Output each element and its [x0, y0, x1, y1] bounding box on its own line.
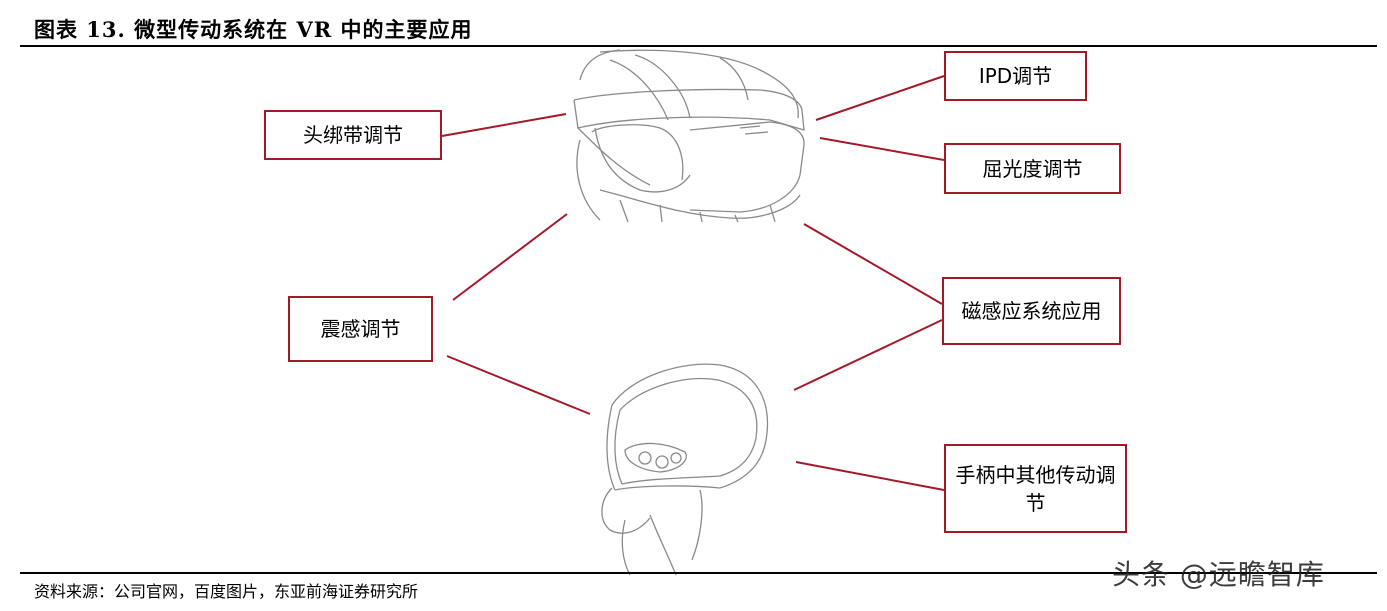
figure-title: 图表 13. 微型传动系统在 VR 中的主要应用: [34, 17, 473, 42]
title-divider: [20, 45, 1377, 47]
watermark-text: 头条 @远瞻智库: [1112, 558, 1325, 591]
label-ipd-adjustment: IPD调节: [944, 51, 1087, 101]
connector-magnetic-top: [803, 223, 943, 305]
label-diopter-adjustment: 屈光度调节: [944, 143, 1121, 194]
vr-controller-illustration: [601, 363, 769, 576]
connector-vibration-bottom: [446, 355, 591, 415]
footer-divider: [20, 572, 1377, 574]
label-magnetic-sensing: 磁感应系统应用: [942, 277, 1121, 345]
connector-diopter: [819, 137, 945, 161]
vr-headset-illustration: [573, 49, 805, 223]
connector-vibration-top: [452, 213, 568, 301]
label-controller-transmission: 手柄中其他传动调节: [944, 444, 1127, 533]
source-note: 资料来源：公司官网，百度图片，东亚前海证券研究所: [34, 582, 419, 601]
label-headband-adjustment: 头绑带调节: [264, 110, 442, 160]
connector-ipd: [815, 75, 945, 121]
label-vibration-adjustment: 震感调节: [288, 296, 433, 362]
connector-lines: [441, 75, 945, 491]
connector-headband: [441, 113, 567, 137]
connector-controller: [795, 461, 945, 491]
connector-magnetic-bottom: [793, 319, 943, 391]
